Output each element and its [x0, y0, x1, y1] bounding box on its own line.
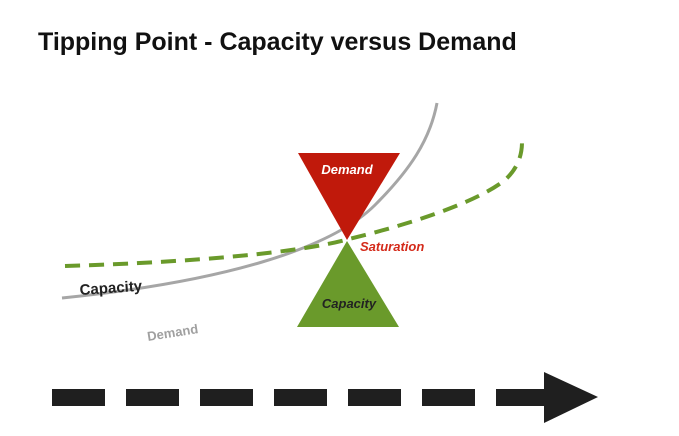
page-title: Tipping Point - Capacity versus Demand	[38, 28, 517, 56]
timeline-arrow	[52, 372, 598, 423]
arrow-head	[544, 372, 598, 423]
arrow-dash	[126, 389, 179, 406]
demand-triangle	[298, 153, 400, 240]
green-dashed-curve	[64, 141, 524, 268]
arrow-dash	[422, 389, 475, 406]
grey-growth-curve	[61, 102, 439, 300]
arrow-dash	[496, 389, 544, 406]
capacity-triangle-label: Capacity	[322, 296, 377, 311]
arrow-dash	[274, 389, 327, 406]
capacity-curve-label: Capacity	[79, 278, 143, 299]
arrow-dash	[52, 389, 105, 406]
demand-curve-label: Demand	[146, 321, 199, 344]
demand-triangle-label: Demand	[321, 162, 373, 177]
capacity-triangle	[297, 241, 399, 327]
arrow-dash	[200, 389, 253, 406]
saturation-label: Saturation	[360, 239, 424, 254]
arrow-dash	[348, 389, 401, 406]
